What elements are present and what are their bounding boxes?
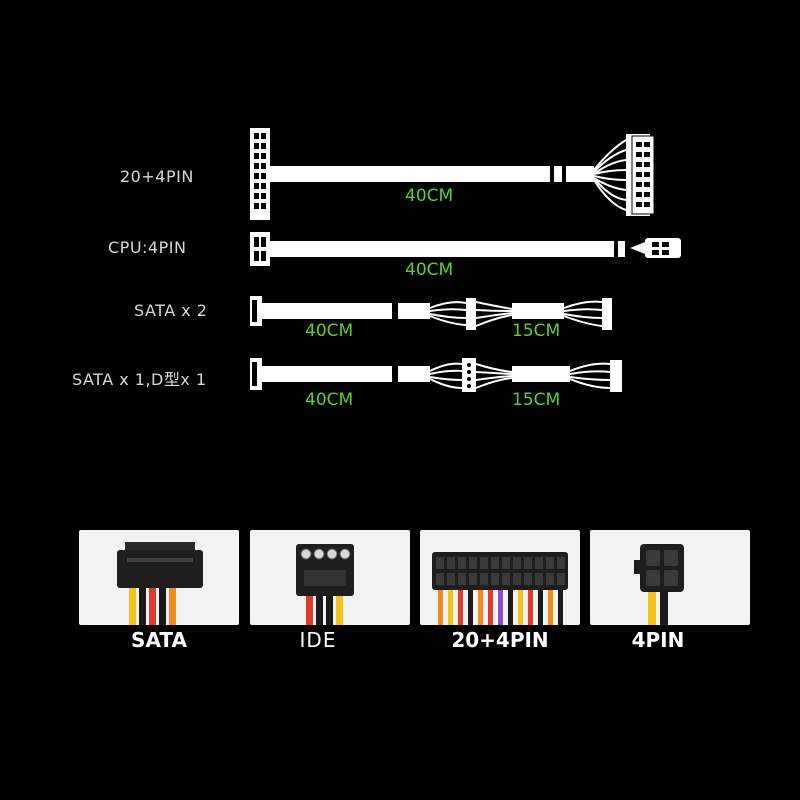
mixed-cable-sleeve-2 <box>512 366 570 382</box>
cpu-end-pins <box>652 242 669 255</box>
cable-label-20-4pin: 20+4PIN <box>120 167 194 186</box>
connector-label-20-4pin: 20+4PIN <box>451 628 549 652</box>
connector-label-ide: IDE <box>299 628 337 652</box>
sata-wires-a <box>429 301 467 326</box>
atx-cable-sleeve <box>270 166 550 182</box>
length-label: 15CM <box>512 321 561 341</box>
cpu-cable-sleeve <box>270 241 614 257</box>
mixed-sleeve-end <box>398 366 430 382</box>
cable-label-cpu-4pin: CPU:4PIN <box>108 238 187 257</box>
sata-wires-c <box>563 300 603 327</box>
mixed-wires-b <box>475 363 513 389</box>
sata-sleeve-end-1 <box>398 303 430 319</box>
connector-label-4pin: 4PIN <box>631 628 685 652</box>
sata-wires-b <box>475 301 513 327</box>
ide-connector-icon <box>296 544 354 625</box>
ide-pins <box>467 363 471 388</box>
atx-connector-photo <box>420 530 580 625</box>
atx-24pin-plug <box>250 128 270 220</box>
sata-cable-sleeve-2 <box>512 303 564 319</box>
mixed-plug-slot <box>252 362 257 386</box>
cable-label-sata-ide: SATA x 1,D型x 1 <box>72 370 207 389</box>
atx-fanout-wires <box>593 139 627 211</box>
length-label: 40CM <box>405 186 454 206</box>
atx-end-pins <box>636 142 650 207</box>
cpu-4pin-plug <box>250 232 270 266</box>
ide-d-connector <box>462 358 476 392</box>
cable-label-sata-x2: SATA x 2 <box>134 301 208 320</box>
cpu-4pin-connector-photo <box>590 530 750 625</box>
atx-sleeve-end <box>566 166 594 182</box>
mixed-sata-connector <box>610 360 622 392</box>
sata-connector-photo <box>79 530 239 625</box>
cpu-plug-pins <box>254 237 266 261</box>
length-label: 40CM <box>305 321 354 341</box>
cpu-sleeve-clip <box>618 241 625 257</box>
mixed-wires-c <box>569 362 611 389</box>
cable-sata-x2 <box>250 296 612 330</box>
connector-label-sata: SATA <box>131 628 187 652</box>
atx-plug-pins <box>254 133 266 209</box>
sata-plug-slot-1 <box>252 300 257 322</box>
length-label: 15CM <box>512 390 561 410</box>
sata-connector-1 <box>466 298 476 330</box>
length-label: 40CM <box>405 260 454 280</box>
atx-sleeve-clip <box>554 166 562 182</box>
atx-20pin-end-face <box>631 135 655 215</box>
mixed-cable-sleeve-1 <box>262 366 392 382</box>
sata-connector-2 <box>602 298 612 330</box>
cpu-wire-taper <box>630 242 645 254</box>
length-label: 40CM <box>305 390 354 410</box>
cpu-4pin-connector-icon <box>634 544 684 625</box>
ide-connector-photo <box>250 530 410 625</box>
sata-cable-sleeve-1 <box>262 303 392 319</box>
atx-connector-icon <box>432 552 568 625</box>
cable-20-4pin <box>250 128 655 220</box>
sata-connector-icon <box>117 542 203 625</box>
mixed-wires-a <box>429 362 463 389</box>
cable-cpu-4pin <box>250 232 681 266</box>
cable-sata-ide <box>250 358 622 392</box>
